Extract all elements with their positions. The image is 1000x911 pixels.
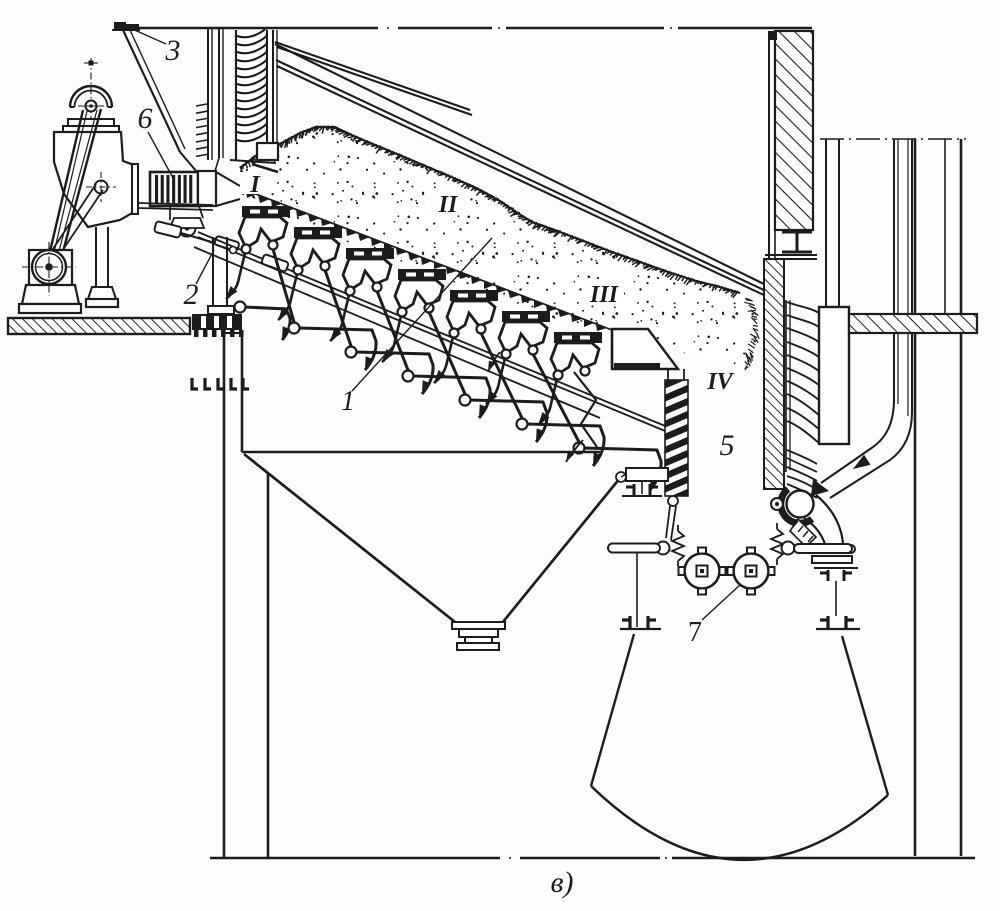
svg-text:в): в) <box>550 866 573 899</box>
svg-text:7: 7 <box>688 617 702 648</box>
svg-text:5: 5 <box>720 429 735 462</box>
svg-text:II: II <box>438 192 459 218</box>
svg-text:IV: IV <box>706 369 734 395</box>
svg-text:6: 6 <box>138 102 153 135</box>
svg-text:2: 2 <box>184 278 199 311</box>
svg-text:I: I <box>249 172 261 198</box>
svg-text:III: III <box>589 282 620 308</box>
svg-text:1: 1 <box>341 386 355 417</box>
svg-text:3: 3 <box>165 34 181 67</box>
